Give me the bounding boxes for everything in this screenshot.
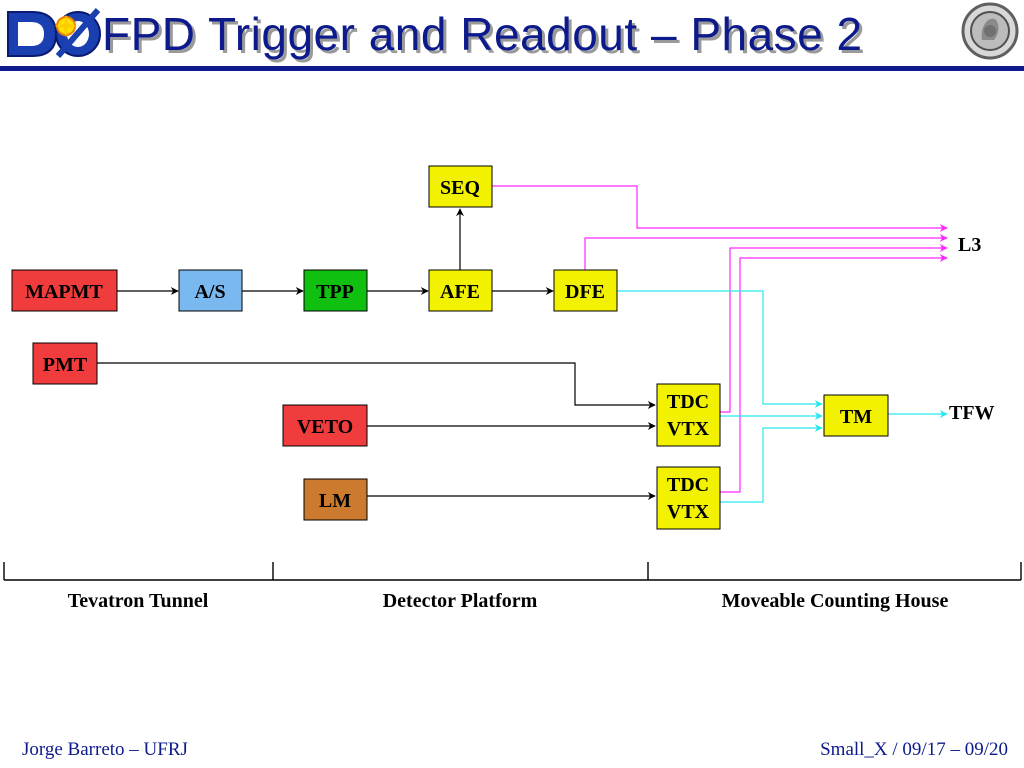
block-veto: VETO xyxy=(282,404,368,447)
block-tm: TM xyxy=(823,394,889,437)
block-as: A/S xyxy=(178,269,243,312)
block-tdc-upper-label-1: TDC xyxy=(667,391,709,413)
block-as-label: A/S xyxy=(194,281,225,303)
university-seal-icon xyxy=(961,2,1019,60)
block-tm-label: TM xyxy=(840,406,872,428)
d0-logo-icon xyxy=(7,8,101,58)
output-tfw-label: TFW xyxy=(949,402,995,424)
footer-event: Small_X / 09/17 – 09/20 xyxy=(820,739,1008,760)
signal-arrows xyxy=(97,208,656,500)
line-tdc2-l3 xyxy=(720,254,948,493)
zone-bracket xyxy=(3,562,1022,581)
footer-author: Jorge Barreto – UFRJ xyxy=(22,739,188,760)
block-seq-label: SEQ xyxy=(440,177,480,199)
block-dfe-label: DFE xyxy=(565,281,605,303)
output-l3-label: L3 xyxy=(958,234,981,256)
block-tpp-label: TPP xyxy=(316,281,354,303)
block-afe-label: AFE xyxy=(440,281,480,303)
block-tdc-lower-label-1: TDC xyxy=(667,474,709,496)
block-tdc-vtx-upper: TDC VTX xyxy=(656,383,721,447)
slide-header: FPD Trigger and Readout – Phase 2 xyxy=(0,0,1024,78)
line-dfe-tm xyxy=(617,290,823,408)
block-lm: LM xyxy=(303,478,368,521)
block-dfe: DFE xyxy=(553,269,618,312)
block-tdc-upper-label-2: VTX xyxy=(667,418,710,440)
trigger-readout-diagram: MAPMT A/S TPP AFE DFE SEQ PMT VETO LM TD… xyxy=(3,165,1022,612)
block-veto-label: VETO xyxy=(297,416,353,438)
block-seq: SEQ xyxy=(428,165,493,208)
zone-label-detector-platform: Detector Platform xyxy=(383,590,538,612)
slide-title: FPD Trigger and Readout – Phase 2 xyxy=(102,8,863,60)
line-dfe-l3 xyxy=(584,234,948,270)
block-lm-label: LM xyxy=(319,490,351,512)
line-tdc2-tm xyxy=(720,424,823,503)
line-tdc1-l3 xyxy=(720,244,948,413)
block-pmt: PMT xyxy=(32,342,98,385)
block-afe: AFE xyxy=(428,269,493,312)
arrow-pmt-tdc xyxy=(97,362,656,409)
title-rule xyxy=(0,66,1024,71)
block-tdc-vtx-lower: TDC VTX xyxy=(656,466,721,530)
trigger-lines xyxy=(617,290,948,503)
zone-label-moveable-counting-house: Moveable Counting House xyxy=(722,590,949,612)
block-mapmt-label: MAPMT xyxy=(25,281,103,303)
block-mapmt: MAPMT xyxy=(11,269,118,312)
zone-label-tevatron-tunnel: Tevatron Tunnel xyxy=(68,590,209,612)
block-tdc-lower-label-2: VTX xyxy=(667,501,710,523)
l3-readout-lines xyxy=(492,185,948,493)
line-seq-l3 xyxy=(492,185,948,232)
block-pmt-label: PMT xyxy=(43,354,88,376)
block-tpp: TPP xyxy=(303,269,368,312)
